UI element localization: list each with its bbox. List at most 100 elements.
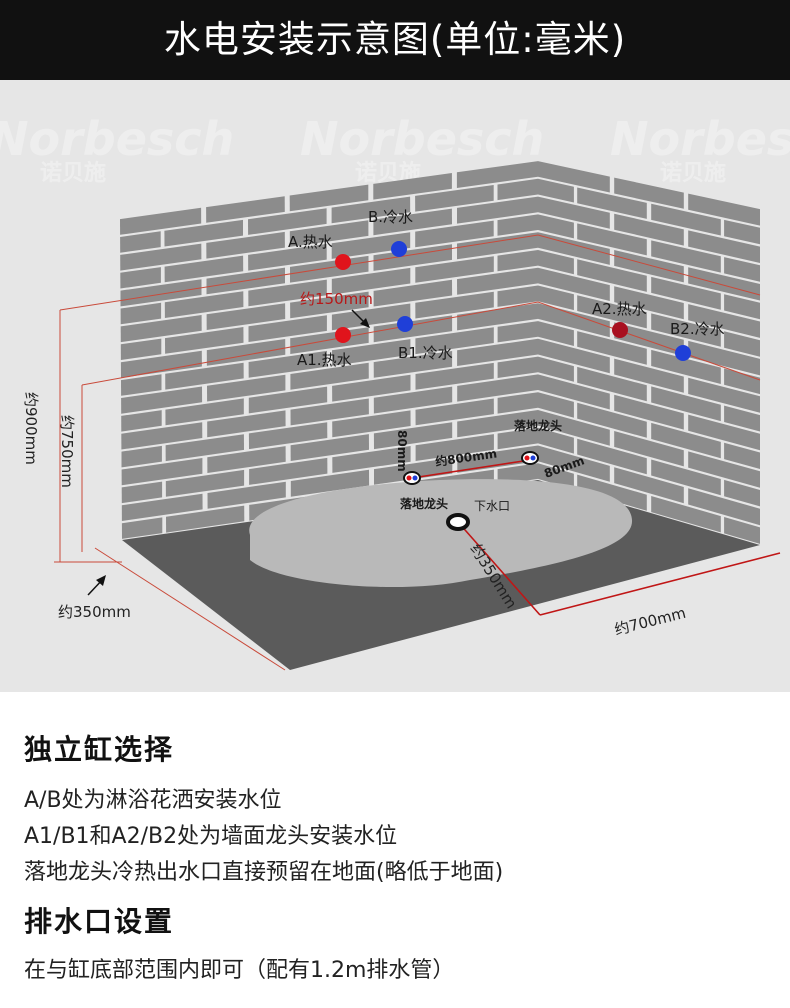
wall-tile (538, 445, 610, 482)
wall-tile (290, 291, 369, 319)
wall-tile (164, 291, 244, 318)
wall-tile (538, 250, 574, 275)
wall-tile (538, 356, 574, 382)
floor-faucet-right (521, 451, 539, 465)
wall-tile (248, 279, 327, 307)
wall-tile (165, 327, 244, 354)
wall-tile (415, 256, 494, 283)
wall-tile (688, 304, 760, 338)
wall-tile (688, 488, 760, 526)
wall-tile (577, 187, 647, 219)
wall-tile (651, 276, 721, 310)
wall-tile (538, 267, 610, 301)
hot-water-point-a2 (612, 322, 628, 338)
wall-tile (331, 267, 411, 295)
wall-tile (207, 410, 286, 438)
wall-tile (332, 339, 411, 366)
dim-150-text: 约150mm (300, 290, 373, 308)
label-drain: 下水口 (474, 499, 510, 513)
wall-tile (457, 410, 538, 438)
wall-tile (248, 243, 327, 271)
wall-tile (331, 303, 411, 331)
wall-tile (724, 257, 760, 282)
wall-tile (577, 259, 647, 292)
wall-tile (121, 374, 162, 396)
watermark-brand: Norbesch (610, 112, 790, 166)
wall-tile (457, 338, 538, 366)
wall-tile (577, 295, 647, 329)
wall-tile (249, 457, 328, 485)
wall-tile (577, 331, 647, 365)
wall-tile (207, 481, 286, 509)
wall-tile (120, 279, 202, 307)
dimension-lines (54, 234, 761, 671)
wall-tile (373, 244, 452, 271)
section-line: A1/B1和A2/B2处为墙面龙头安装水位 (24, 824, 398, 849)
wall-tile (373, 351, 453, 378)
wall-tile (724, 517, 760, 544)
wall-tile (538, 427, 574, 454)
wall-tile (724, 479, 760, 507)
wall-tile (538, 178, 574, 203)
wall-tile (373, 386, 453, 414)
wall-tile (121, 493, 203, 521)
wall-tile (614, 358, 684, 393)
wall-tile (538, 374, 610, 410)
dim-750: 约750mm (58, 415, 76, 488)
wall-tile (373, 315, 453, 343)
wall-tile (373, 279, 453, 307)
wall-tile (688, 451, 760, 488)
wall-tile (415, 220, 494, 248)
wall-tile (165, 469, 245, 497)
wall-tile (207, 374, 286, 402)
wall-tile (538, 321, 574, 346)
hot-water-point-a (335, 254, 351, 270)
wall-tile (457, 232, 538, 260)
arrow-150-head (360, 318, 370, 328)
wall-tile (538, 232, 610, 265)
wall-tile (497, 285, 538, 307)
wall-tile (457, 267, 538, 295)
wall-tile (724, 368, 760, 395)
wall-tile (290, 469, 370, 497)
back-wall-tiles (120, 161, 538, 539)
wall-tile (497, 178, 538, 201)
wall-tile (248, 386, 328, 414)
wall-tile (332, 374, 411, 402)
wall-tile (577, 402, 647, 438)
wall-tile (120, 231, 161, 253)
wall-tile (206, 231, 285, 259)
wall-tile (121, 458, 203, 486)
section-line: 落地龙头冷热出水口直接预留在地面(略低于地面) (24, 860, 504, 885)
wall-tile (497, 463, 538, 485)
label-b1-cold: B1.冷水 (398, 344, 453, 362)
wall-tile (577, 366, 647, 402)
hot-water-point-a1 (335, 327, 351, 343)
description-area: 独立缸选择 A/B处为淋浴花洒安装水位 A1/B1和A2/B2处为墙面龙头安装水… (0, 692, 790, 1008)
page-title: 水电安装示意图(单位:毫米) (163, 18, 627, 61)
wall-tile (651, 386, 721, 422)
wall-tile (538, 196, 610, 229)
wall-tile (497, 250, 538, 272)
cold-water-point-b2 (675, 345, 691, 361)
cold-water-point-b (391, 241, 407, 257)
dim-350-left: 约350mm (58, 603, 131, 621)
label-a2-hot: A2.热水 (592, 300, 647, 318)
wall-tile (165, 434, 244, 462)
wall-tile (497, 356, 538, 378)
wall-tile (651, 349, 721, 384)
wall-tile (538, 285, 574, 311)
wall-tile (248, 208, 327, 235)
wall-tile (614, 394, 684, 430)
wall-tile (651, 496, 721, 533)
wall-tile (415, 185, 494, 212)
wall-tile (415, 327, 494, 355)
wall-tile (120, 267, 161, 289)
cold-water-point-b1 (397, 316, 413, 332)
wall-tile (688, 267, 760, 301)
wall-tile (121, 410, 162, 432)
wall-tile (415, 291, 494, 319)
wall-tile (614, 286, 684, 320)
watermark-brand: Norbesch (300, 112, 544, 166)
wall-tile (457, 374, 538, 402)
